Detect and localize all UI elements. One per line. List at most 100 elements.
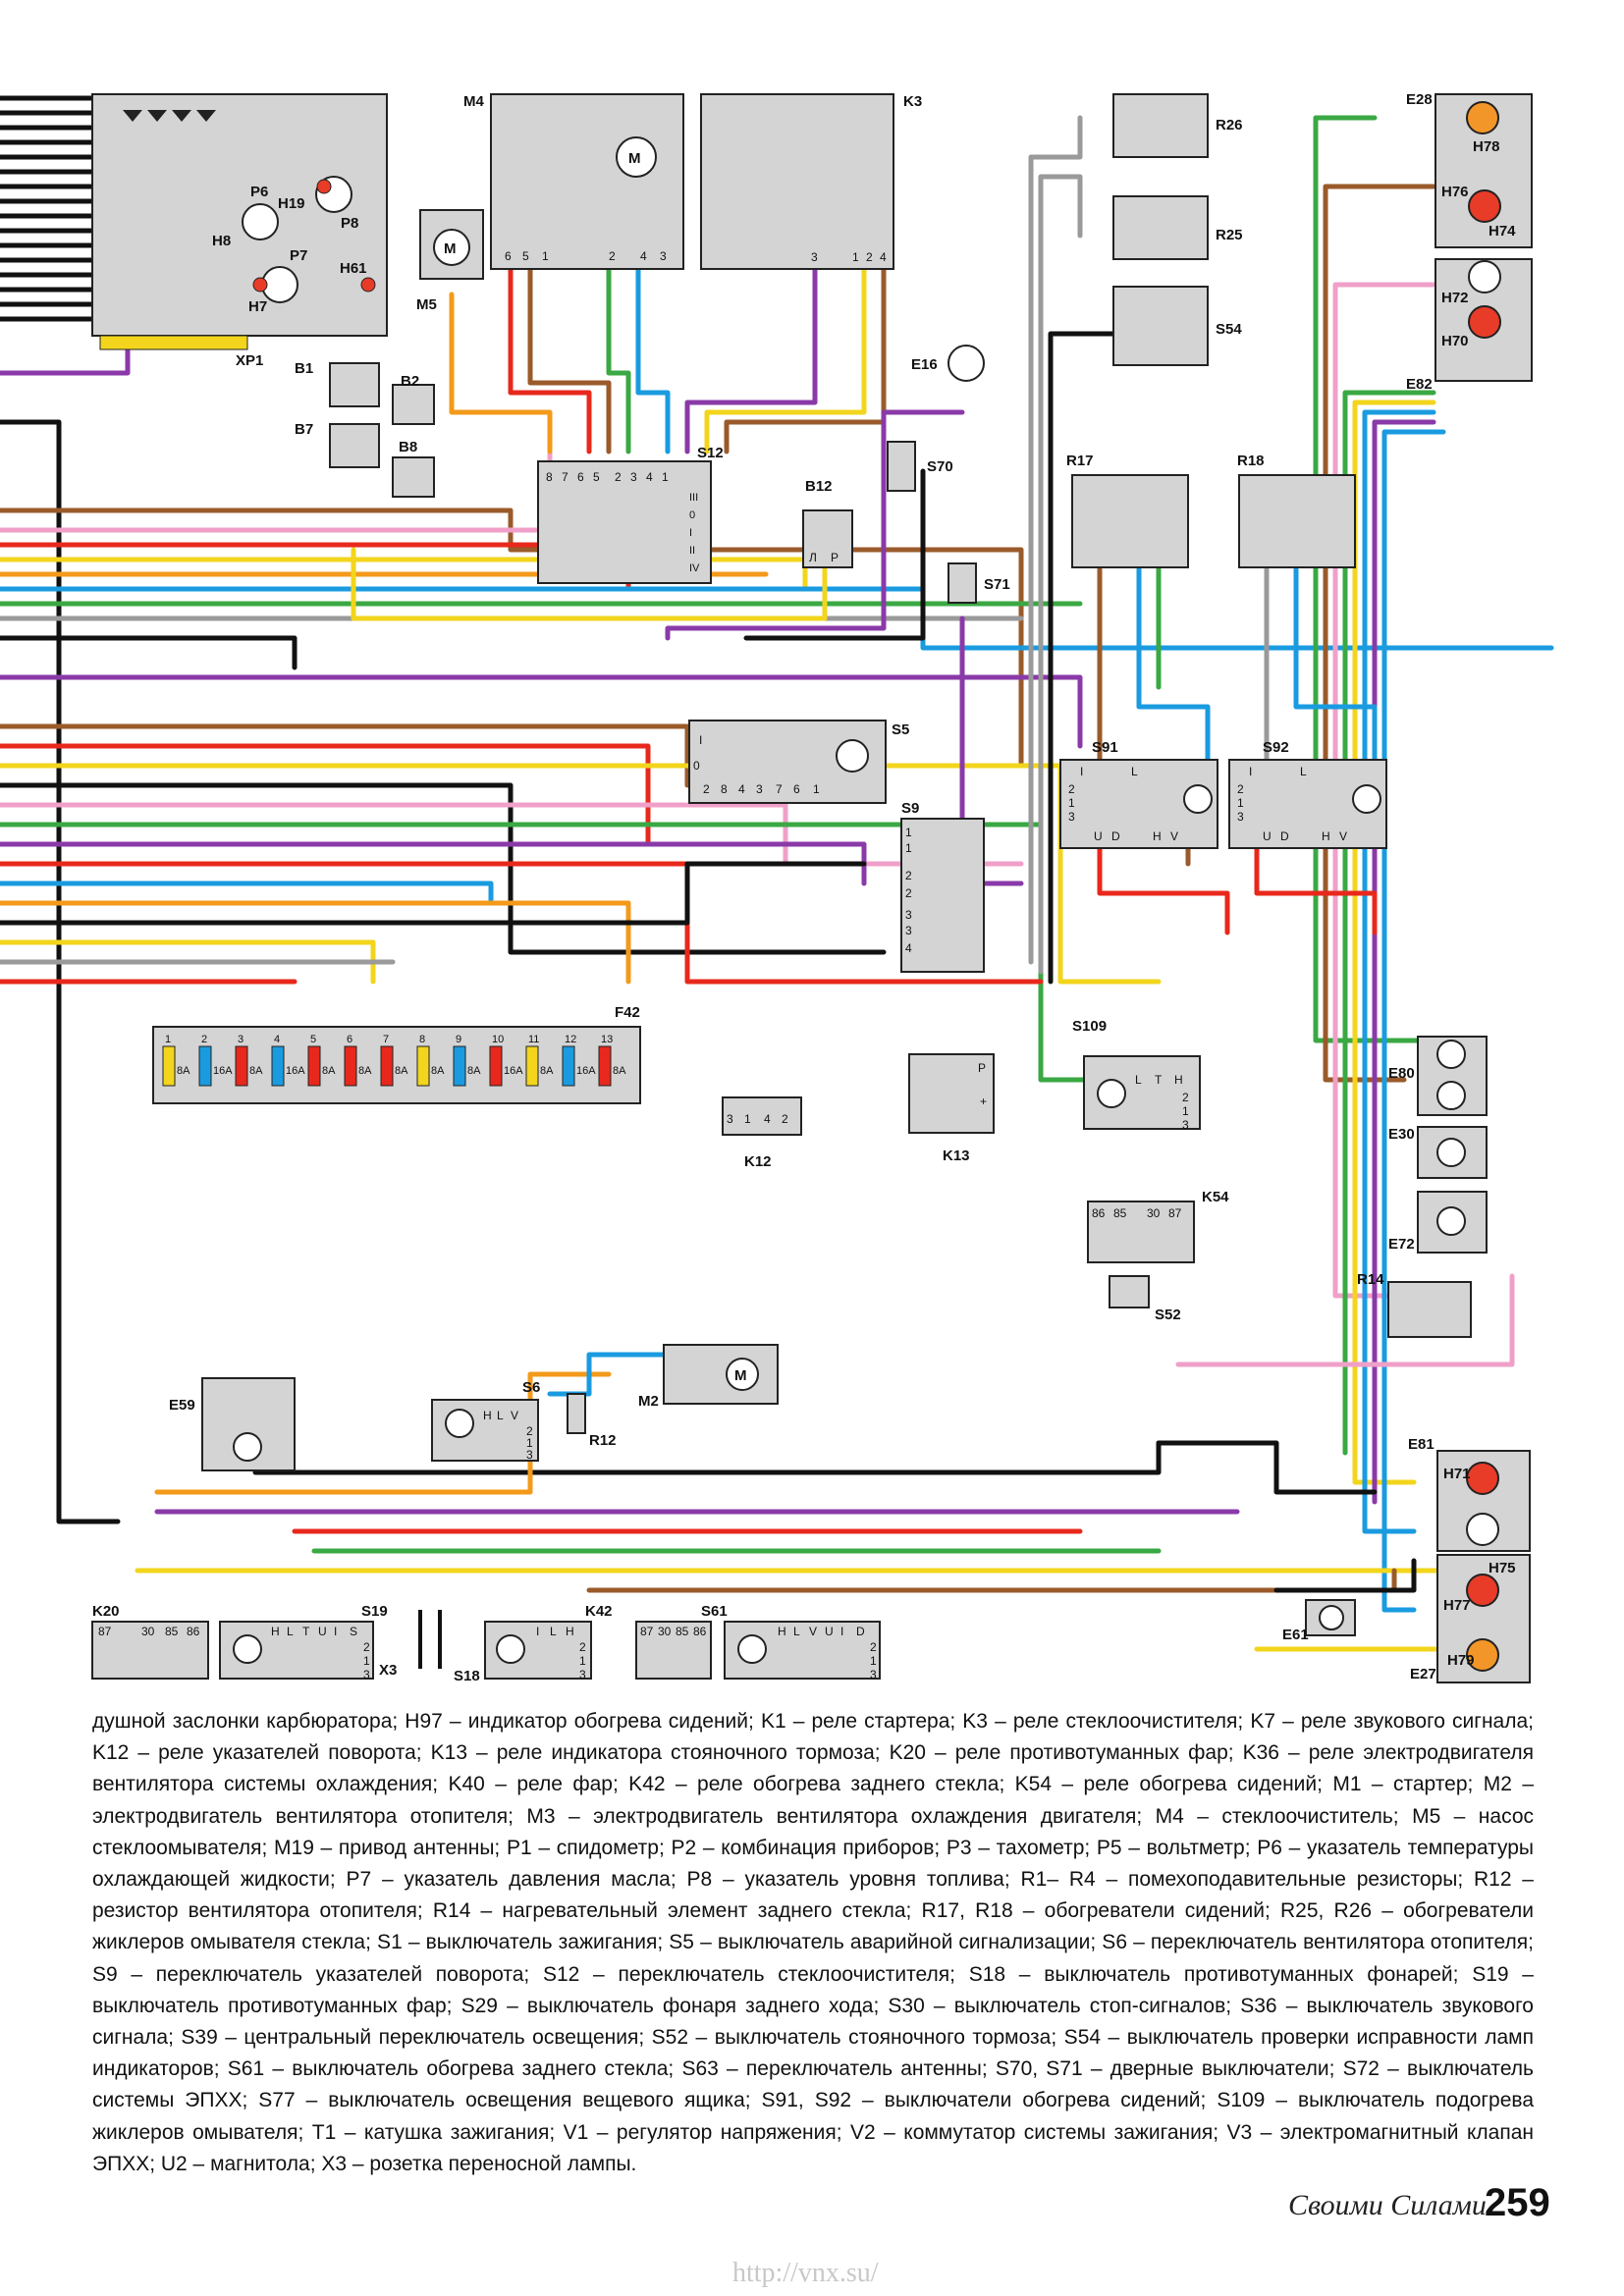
svg-text:T: T <box>302 1625 310 1638</box>
label-H77: H77 <box>1443 1597 1471 1614</box>
m4-pins: 6 5 1 2 4 3 <box>505 249 667 263</box>
svg-text:2: 2 <box>1068 782 1075 796</box>
label-K20: K20 <box>92 1603 120 1620</box>
fuse-rating: 16A <box>576 1065 596 1077</box>
svg-text:M: M <box>628 150 641 167</box>
brake-relay-K13: K13 P + <box>908 1053 995 1164</box>
svg-text:V: V <box>809 1625 817 1638</box>
k3-pins: 3 1 2 4 <box>811 250 887 264</box>
wiper-relay-K3: K3 3 1 2 4 <box>700 93 922 270</box>
label-XP1: XP1 <box>236 352 263 369</box>
label-M4: M4 <box>463 93 484 110</box>
svg-text:IV: IV <box>689 562 700 574</box>
svg-text:7: 7 <box>776 782 783 796</box>
label-P7: P7 <box>290 247 307 264</box>
svg-text:1: 1 <box>542 249 549 263</box>
label-B12: B12 <box>805 478 833 495</box>
heater-R25 <box>1112 195 1209 260</box>
svg-text:6: 6 <box>793 782 800 796</box>
svg-text:V: V <box>511 1409 518 1422</box>
label-K3: K3 <box>903 93 922 110</box>
svg-text:L: L <box>1131 765 1138 778</box>
socket-X3 <box>418 1610 442 1669</box>
instrument-cluster: P6 H19 H8 P8 P7 H7 H61 XP1 <box>91 93 388 369</box>
svg-text:2: 2 <box>1237 782 1244 796</box>
svg-text:87: 87 <box>98 1625 112 1638</box>
svg-text:1: 1 <box>905 841 912 855</box>
switch-S92 <box>1228 759 1387 849</box>
speaker-B2 <box>392 384 435 425</box>
svg-text:II: II <box>689 545 695 557</box>
fuse-8 <box>416 1045 430 1087</box>
wiper-motor-M4: M4 M 6 5 1 2 4 3 <box>463 93 684 270</box>
label-S9: S9 <box>901 800 919 817</box>
label-P6: P6 <box>250 184 268 200</box>
bottom-relays: K20 87 30 85 86 S19 H L T U I S 2 1 3 X3… <box>91 1603 881 1684</box>
relay-K42 <box>635 1621 712 1680</box>
svg-text:U: U <box>825 1625 834 1638</box>
label-R25: R25 <box>1216 227 1243 243</box>
label-B2: B2 <box>401 373 419 390</box>
label-S5: S5 <box>892 721 909 738</box>
lamp-icon <box>1436 1081 1466 1110</box>
label-E27: E27 <box>1410 1666 1436 1682</box>
svg-text:3: 3 <box>1068 810 1075 824</box>
lamp-icon <box>1436 1206 1466 1236</box>
label-H70: H70 <box>1441 333 1469 349</box>
label-B1: B1 <box>295 360 313 377</box>
fuse-rating: 8A <box>249 1065 263 1077</box>
svg-text:U: U <box>1094 829 1103 843</box>
fuse-2 <box>198 1045 212 1087</box>
fuse-rating: 8A <box>467 1065 481 1077</box>
fuse-13 <box>598 1045 612 1087</box>
label-H74: H74 <box>1489 223 1516 240</box>
svg-text:1: 1 <box>1237 796 1244 810</box>
label-R17: R17 <box>1066 453 1094 469</box>
svg-text:L: L <box>1135 1073 1142 1087</box>
fuse-1 <box>162 1045 176 1087</box>
svg-text:2: 2 <box>1182 1091 1189 1104</box>
fuse-number: 4 <box>274 1034 280 1045</box>
lamp-icon <box>1319 1605 1344 1630</box>
svg-text:Р: Р <box>831 551 839 564</box>
speaker-B7 <box>329 423 380 468</box>
warning-lamp-icon <box>360 277 376 293</box>
fuse-4 <box>271 1045 285 1087</box>
speaker-B8 <box>392 456 435 498</box>
svg-text:3: 3 <box>526 1448 533 1462</box>
svg-text:2: 2 <box>609 249 616 263</box>
svg-text:6: 6 <box>505 249 512 263</box>
label-H76: H76 <box>1441 184 1469 200</box>
label-S61: S61 <box>701 1603 728 1620</box>
svg-text:2: 2 <box>905 869 912 882</box>
fuse-rating: 8A <box>431 1065 445 1077</box>
fuse-12 <box>562 1045 575 1087</box>
svg-text:2: 2 <box>526 1424 533 1438</box>
svg-text:86: 86 <box>1092 1206 1106 1220</box>
fuse-rating: 8A <box>395 1065 408 1077</box>
label-S54: S54 <box>1216 321 1242 338</box>
label-E61: E61 <box>1282 1627 1309 1643</box>
motor-icon <box>433 229 470 266</box>
svg-text:0: 0 <box>689 509 695 521</box>
fuse-number: 12 <box>565 1034 576 1045</box>
lamp-icon <box>1436 1138 1466 1167</box>
label-S109: S109 <box>1072 1018 1107 1035</box>
washer-pump-M5: M M5 <box>416 209 484 313</box>
svg-text:S: S <box>350 1625 357 1638</box>
svg-text:D: D <box>856 1625 865 1638</box>
fuse-number: 11 <box>528 1034 539 1045</box>
svg-text:H: H <box>1153 829 1162 843</box>
svg-text:1: 1 <box>905 826 912 839</box>
heater-resistor-R12: R12 <box>567 1393 617 1449</box>
label-R12: R12 <box>589 1432 617 1449</box>
svg-text:I: I <box>1080 765 1083 778</box>
svg-text:85: 85 <box>1113 1206 1127 1220</box>
lamp-icon <box>1183 784 1213 814</box>
lamp-icon <box>1436 1040 1466 1069</box>
lamp-icon <box>496 1634 525 1664</box>
label-H72: H72 <box>1441 290 1469 306</box>
label-H61: H61 <box>340 260 367 277</box>
svg-text:I: I <box>840 1625 843 1638</box>
